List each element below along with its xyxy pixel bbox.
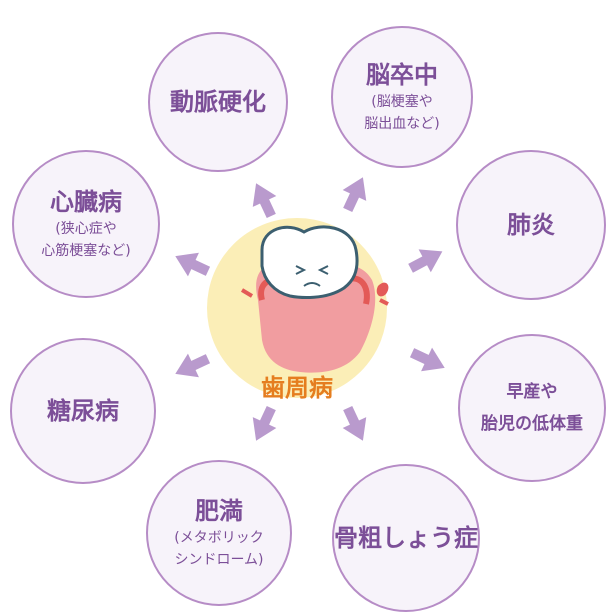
node-osteoporosis: 骨粗しょう症 [332, 464, 480, 612]
node-stroke: 脳卒中 (脳梗塞や 脳出血など) [331, 26, 473, 168]
irritation-line-left [240, 288, 254, 298]
irritation-mark [376, 282, 389, 297]
node-diabetes: 糖尿病 [10, 338, 156, 484]
node-pneumonia: 肺炎 [456, 150, 606, 300]
node-atherosclerosis: 動脈硬化 [148, 32, 288, 172]
node-preterm: 早産や 胎児の低体重 [458, 334, 606, 482]
node-obesity: 肥満 (メタボリック シンドローム) [146, 460, 292, 606]
tooth-mouth [303, 282, 321, 287]
tooth-eye-right [317, 265, 329, 275]
tooth-shape [260, 225, 359, 300]
irritation-line-right [379, 298, 389, 306]
tooth-eye-left [295, 265, 307, 275]
node-heart: 心臓病 (狭心症や 心筋梗塞など) [12, 150, 160, 298]
center-label: 歯周病 [261, 374, 333, 402]
